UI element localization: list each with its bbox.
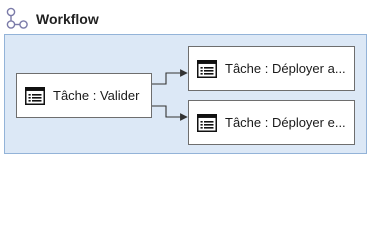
task-label-deploy-2: Tâche : Déployer e... — [225, 115, 346, 130]
workflow-title: Workflow — [36, 11, 99, 27]
task-icon — [197, 59, 217, 78]
task-node-deploy-1[interactable]: Tâche : Déployer a... — [188, 46, 355, 91]
task-icon — [25, 86, 45, 105]
workflow-header: Workflow — [4, 6, 99, 32]
workflow-diagram: Workflow Tâche : Valider — [4, 6, 367, 154]
task-icon — [197, 113, 217, 132]
task-label-validate: Tâche : Valider — [53, 88, 140, 103]
task-label-deploy-1: Tâche : Déployer a... — [225, 61, 346, 76]
workflow-icon — [6, 7, 28, 29]
task-node-validate[interactable]: Tâche : Valider — [16, 73, 152, 118]
task-node-deploy-2[interactable]: Tâche : Déployer e... — [188, 100, 355, 145]
